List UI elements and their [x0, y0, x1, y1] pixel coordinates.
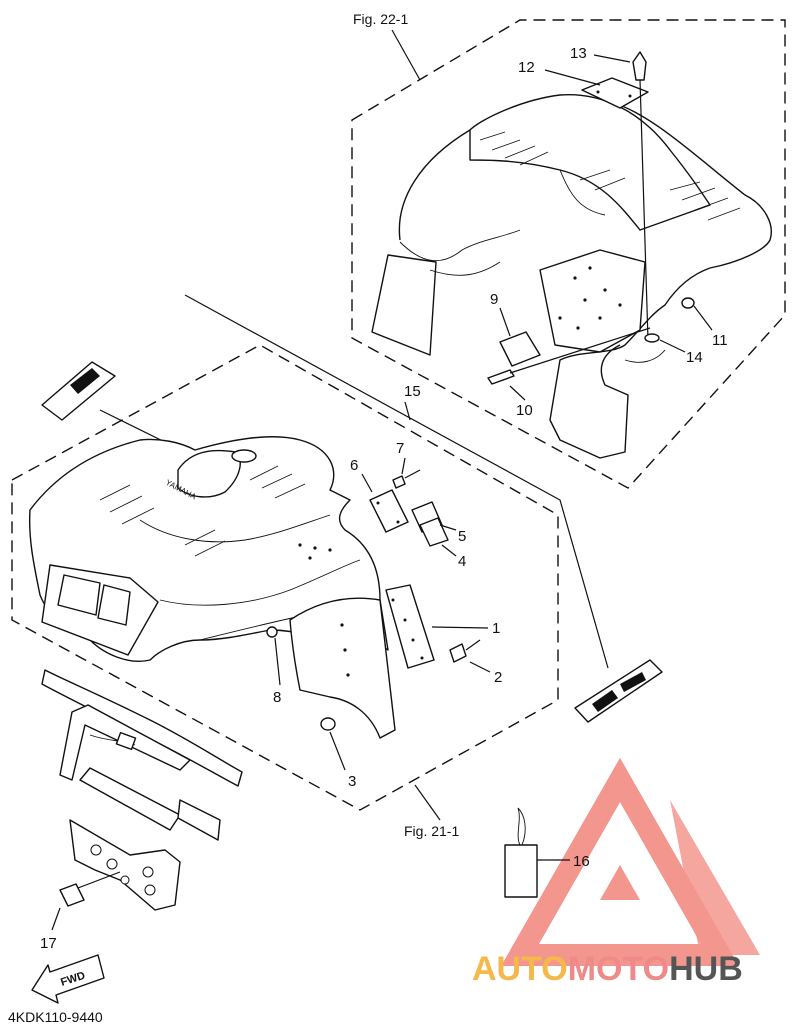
bolt-13-icon — [632, 51, 649, 341]
upper-group-frame — [351, 19, 786, 489]
grommet-8-icon — [266, 626, 278, 638]
callout-7: 7 — [396, 440, 404, 457]
fig-ref-21-1: Fig. 21-1 — [404, 823, 459, 839]
front-bumper-guard — [41, 669, 243, 911]
bolt-2-icon — [449, 639, 481, 663]
lower-group-frame — [11, 344, 559, 811]
callout-1: 1 — [492, 620, 500, 637]
callout-11: 11 — [712, 332, 728, 349]
decal-arrow-icon — [41, 361, 116, 421]
clip-17-icon — [59, 883, 85, 907]
tag-16-icon — [504, 807, 538, 898]
callout-4: 4 — [458, 553, 466, 570]
watermark-logo-icon — [501, 757, 760, 966]
plate-1-icon — [385, 584, 435, 669]
bolt-7-icon — [392, 469, 421, 489]
callout-10: 10 — [516, 402, 533, 419]
watermark-auto: AUTO — [472, 950, 568, 988]
fwd-arrow-icon: FWD — [31, 954, 105, 1004]
plate-6-icon — [369, 489, 409, 533]
callout-5: 5 — [458, 528, 466, 545]
watermark-hub: HUB — [669, 950, 743, 988]
callout-9: 9 — [490, 291, 498, 308]
plate-12-icon — [581, 77, 649, 109]
drawing-code: 4KDK110-9440 — [8, 1009, 103, 1025]
washer-3-icon — [320, 717, 336, 731]
grommet-11-icon — [681, 297, 695, 309]
screw-10-icon — [487, 327, 651, 385]
callout-16: 16 — [573, 853, 590, 870]
washer-14-icon — [644, 333, 660, 343]
plate-9-icon — [499, 331, 541, 367]
callout-8: 8 — [273, 689, 281, 706]
callout-14: 14 — [686, 349, 703, 366]
fig-ref-22-1: Fig. 22-1 — [353, 11, 408, 27]
rear-fender — [371, 93, 772, 459]
callout-15: 15 — [404, 383, 421, 400]
watermark-text: AUTOMOTOHUB — [472, 950, 743, 988]
callout-13: 13 — [570, 45, 587, 62]
callout-3: 3 — [348, 773, 356, 790]
svg-text:AUTOMOTOHUB: AUTOMOTOHUB — [472, 950, 743, 988]
callout-6: 6 — [350, 457, 358, 474]
callout-17: 17 — [40, 935, 57, 952]
callout-2: 2 — [494, 669, 502, 686]
callout-labels: 1 2 3 4 5 6 7 8 9 10 11 12 13 14 15 16 1… — [40, 45, 728, 952]
front-fender: YAMAHA — [28, 436, 396, 739]
callout-12: 12 — [518, 59, 535, 76]
decal-rhino-icon — [574, 659, 663, 723]
watermark-moto: MOTO — [568, 950, 669, 988]
